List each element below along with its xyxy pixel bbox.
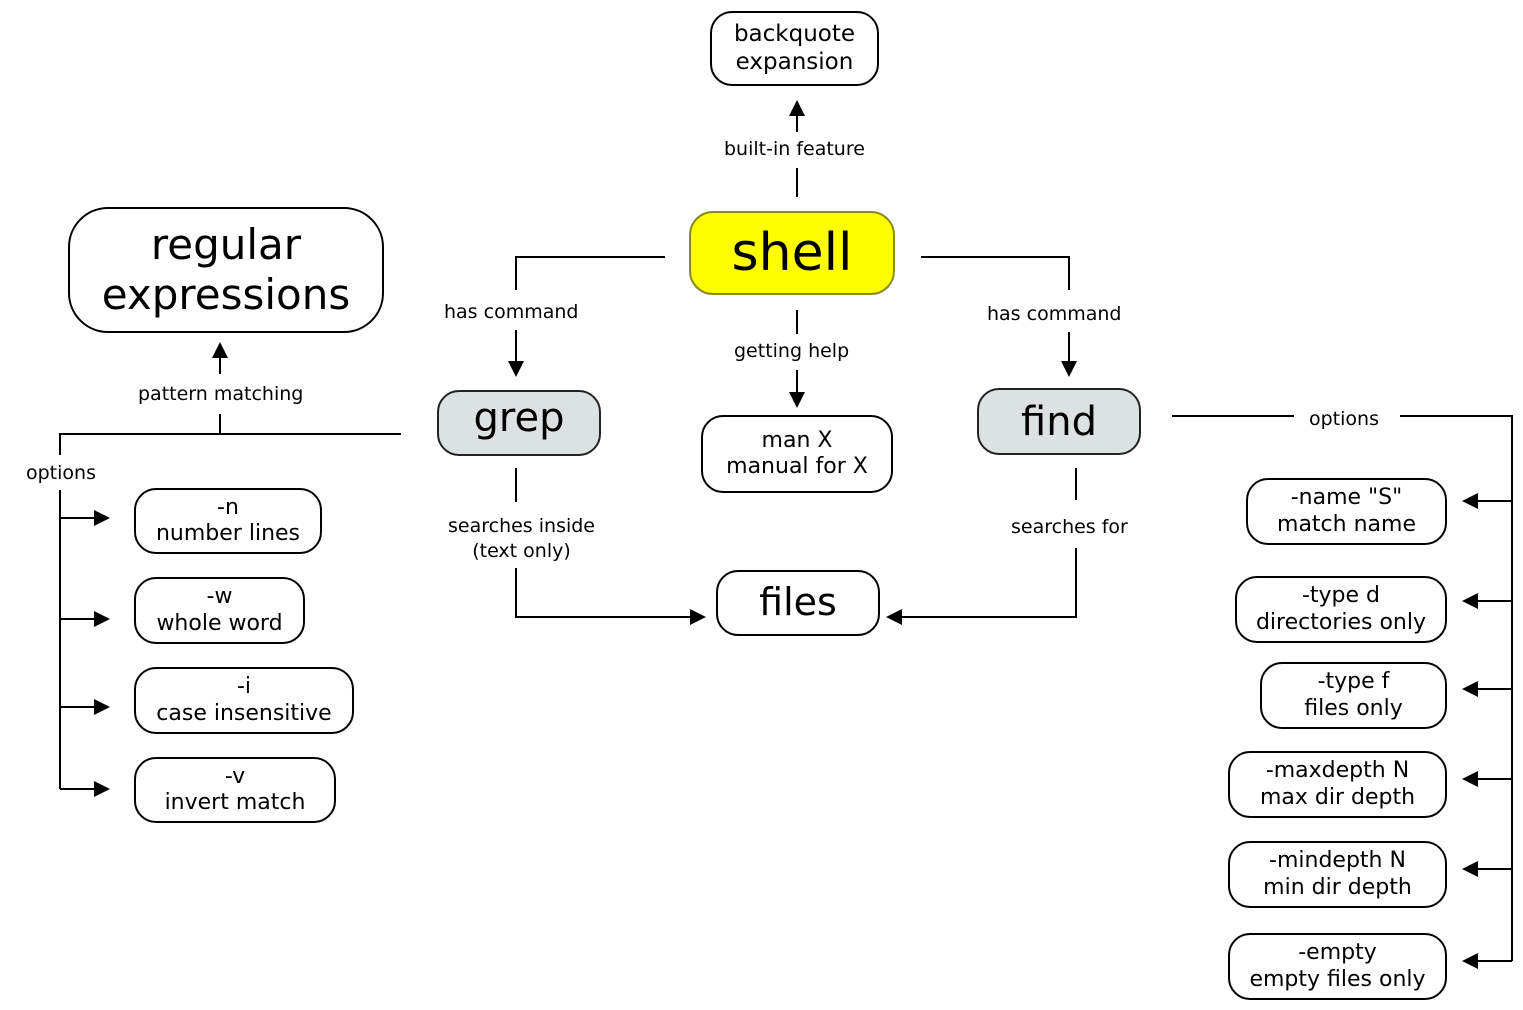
edge-grep-left-bar <box>59 433 401 455</box>
find-option-mindepth[interactable]: -mindepth N min dir depth <box>1228 841 1447 908</box>
arrowhead-files-right <box>886 609 902 625</box>
option-flag: -type f <box>1317 669 1390 695</box>
arrowhead-regex <box>212 342 228 358</box>
find-option-type-d[interactable]: -type d directories only <box>1235 576 1447 643</box>
option-desc: match name <box>1277 511 1416 537</box>
arrowhead-find-option <box>1462 861 1478 877</box>
arrowhead-find-option <box>1462 953 1478 969</box>
edge-label-searches-for: searches for <box>1009 515 1130 540</box>
option-desc: number lines <box>155 521 301 546</box>
edge-shell-find-upper <box>921 256 1070 290</box>
option-desc: min dir depth <box>1263 874 1412 900</box>
edge-label-searches-inside: searches inside (text only) <box>446 514 597 564</box>
edge-label-pattern-matching: pattern matching <box>136 382 306 407</box>
backquote-expansion-node[interactable]: backquote expansion <box>710 11 879 86</box>
find-option-empty[interactable]: -empty empty files only <box>1228 933 1447 1000</box>
option-desc: max dir depth <box>1259 784 1416 810</box>
backquote-line2: expansion <box>735 48 854 75</box>
arrowhead-grep <box>508 361 524 377</box>
grep-option-n[interactable]: -n number lines <box>134 488 322 554</box>
man-line2: manual for X <box>726 454 868 479</box>
arrowhead-grep-option <box>94 611 110 627</box>
option-flag: -empty <box>1298 940 1377 966</box>
arrowhead-find-option <box>1462 593 1478 609</box>
option-flag: -v <box>224 763 246 789</box>
grep-option-i[interactable]: -i case insensitive <box>134 667 354 734</box>
option-desc: directories only <box>1255 609 1427 635</box>
edge-find-files-lower <box>902 548 1077 618</box>
edge-label-find-options: options <box>1307 407 1381 432</box>
edge-grep-files-lower <box>515 568 690 618</box>
find-label: find <box>1021 398 1097 445</box>
grep-label: grep <box>473 395 565 441</box>
searches-inside-line1: searches inside <box>448 515 595 537</box>
grep-option-v[interactable]: -v invert match <box>134 757 336 823</box>
option-desc: whole word <box>156 610 283 636</box>
shell-node[interactable]: shell <box>689 211 895 295</box>
option-flag: -w <box>206 584 233 610</box>
arrowhead-find-option <box>1462 771 1478 787</box>
option-flag: -i <box>236 674 252 700</box>
edge-label-has-command-find: has command <box>985 302 1124 327</box>
option-desc: invert match <box>164 790 306 815</box>
grep-option-w[interactable]: -w whole word <box>134 577 305 644</box>
searches-inside-line2: (text only) <box>472 539 571 562</box>
option-flag: -type d <box>1301 583 1381 609</box>
regular-expressions-node[interactable]: regular expressions <box>68 207 384 333</box>
arrowhead-grep-option <box>94 781 110 797</box>
edge-shell-grep-upper <box>515 256 665 290</box>
arrowhead-backquote <box>789 100 805 116</box>
arrowhead-grep-option <box>94 699 110 715</box>
files-node[interactable]: files <box>716 570 880 636</box>
edge-label-getting-help: getting help <box>732 339 852 364</box>
edge-label-built-in-feature: built-in feature <box>722 137 867 162</box>
arrowhead-find-option <box>1462 493 1478 509</box>
arrowhead-man <box>789 392 805 408</box>
regex-line2: expressions <box>101 270 351 319</box>
arrowhead-files-left <box>690 609 706 625</box>
files-label: files <box>759 580 837 625</box>
find-node[interactable]: find <box>977 388 1141 455</box>
option-desc: files only <box>1304 695 1403 721</box>
man-line1: man X <box>761 427 833 453</box>
edge-label-grep-options: options <box>24 461 98 486</box>
option-flag: -n <box>217 494 239 520</box>
arrowhead-find <box>1061 361 1077 377</box>
find-option-type-f[interactable]: -type f files only <box>1260 662 1447 729</box>
backquote-line1: backquote <box>733 20 856 47</box>
option-desc: case insensitive <box>156 700 332 726</box>
option-flag: -name "S" <box>1290 485 1403 511</box>
option-desc: empty files only <box>1249 966 1426 992</box>
find-option-maxdepth[interactable]: -maxdepth N max dir depth <box>1228 751 1447 818</box>
option-flag: -mindepth N <box>1269 848 1406 874</box>
grep-node[interactable]: grep <box>437 390 601 456</box>
find-option-name[interactable]: -name "S" match name <box>1246 478 1447 545</box>
arrowhead-find-option <box>1462 681 1478 697</box>
arrowhead-grep-option <box>94 510 110 526</box>
shell-label: shell <box>731 222 853 283</box>
man-node[interactable]: man X manual for X <box>701 415 893 493</box>
regex-line1: regular <box>150 219 302 269</box>
edge-label-has-command-grep: has command <box>442 300 581 325</box>
option-flag: -maxdepth N <box>1265 758 1410 784</box>
